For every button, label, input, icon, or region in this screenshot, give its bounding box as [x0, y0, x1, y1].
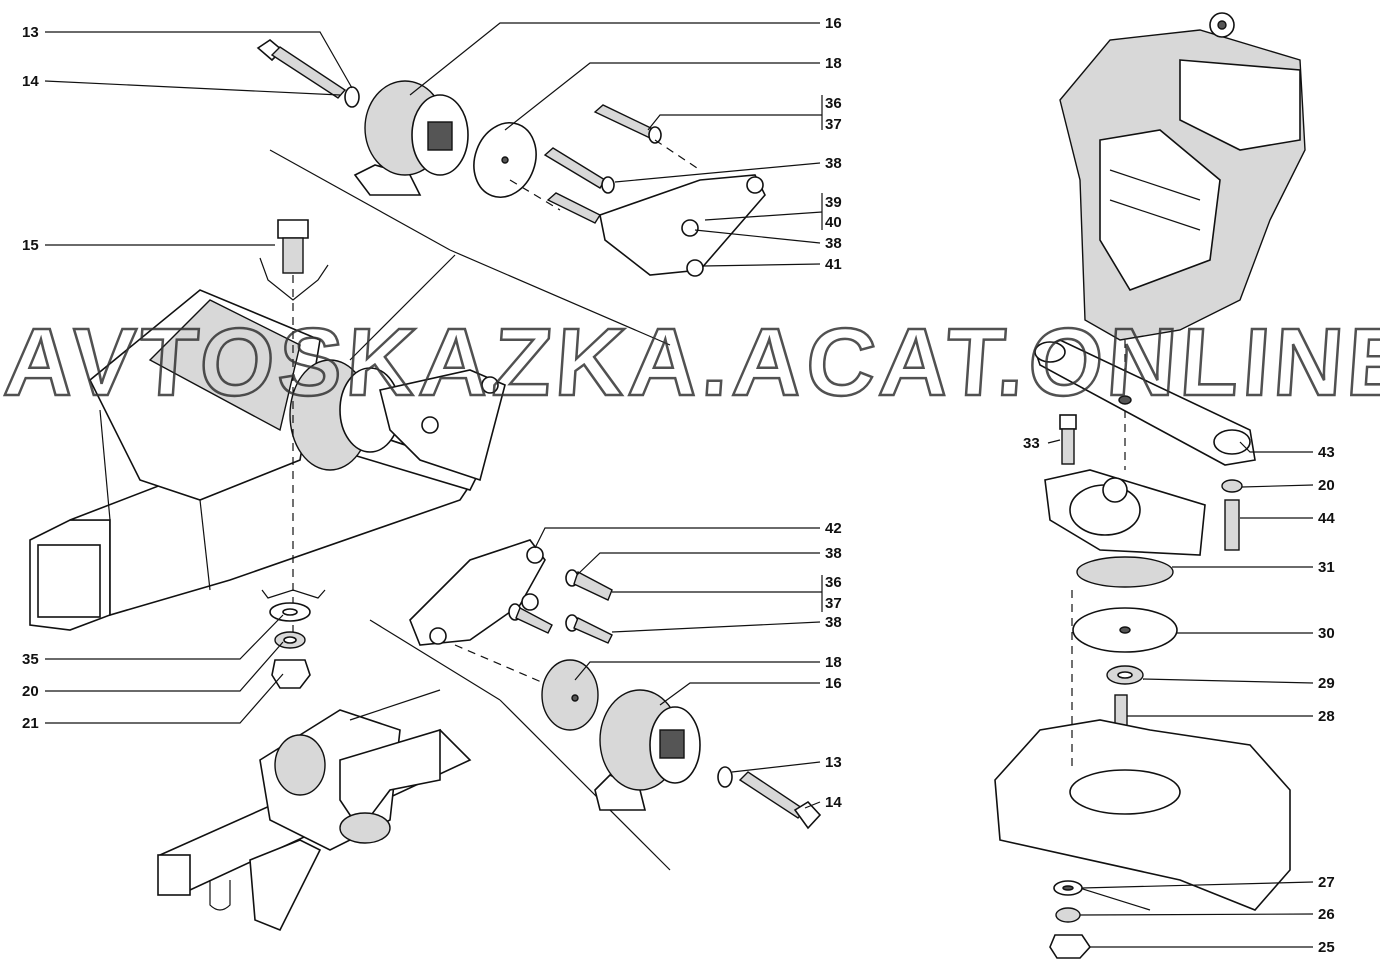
callout-13: 13 — [22, 24, 39, 41]
rubber-mount-16-top — [353, 80, 469, 196]
callout-15: 15 — [22, 237, 39, 254]
callout-13: 13 — [825, 754, 842, 771]
bolt-33 — [1059, 414, 1077, 465]
callout-16: 16 — [825, 15, 842, 32]
callout-36: 36 — [825, 574, 842, 591]
callout-26: 26 — [1318, 906, 1335, 923]
callout-42: 42 — [825, 520, 842, 537]
support-arm-43 — [1034, 339, 1256, 466]
callout-44: 44 — [1318, 510, 1335, 527]
vehicle-frame-view — [157, 709, 472, 932]
callout-25: 25 — [1318, 939, 1335, 956]
callout-36: 36 — [825, 95, 842, 112]
left-mount-assembled — [289, 359, 506, 482]
callout-16: 16 — [825, 675, 842, 692]
callout-35: 35 — [22, 651, 39, 668]
callout-41: 41 — [825, 256, 842, 273]
callout-labels: 13 14 15 35 20 21 16 18 36 37 38 39 40 3… — [22, 15, 1335, 956]
callout-37: 37 — [825, 116, 842, 133]
callout-39: 39 — [825, 194, 842, 211]
bolt-44-washer-20 — [1221, 479, 1243, 551]
washers-nut-left — [261, 589, 326, 689]
callout-18: 18 — [825, 55, 842, 72]
callout-21: 21 — [22, 715, 39, 732]
bolt-15 — [259, 219, 329, 301]
callout-20: 20 — [22, 683, 39, 700]
callout-40: 40 — [825, 214, 842, 231]
frame-crossmember-right — [994, 590, 1291, 911]
callout-38: 38 — [825, 235, 842, 252]
callout-20: 20 — [1318, 477, 1335, 494]
watermark: AVTOSKAZKA.ACAT.ONLINE — [1, 309, 1380, 416]
bracket-bottom — [409, 539, 613, 691]
washers-30-29 — [1072, 607, 1178, 685]
callout-37: 37 — [825, 595, 842, 612]
callout-18: 18 — [825, 654, 842, 671]
bolt-14-top — [256, 39, 360, 108]
callout-38: 38 — [825, 155, 842, 172]
washer-18-bottom — [541, 659, 599, 731]
bracket-top — [509, 104, 766, 277]
gearbox — [1059, 12, 1306, 341]
callout-38: 38 — [825, 614, 842, 631]
callout-14: 14 — [825, 794, 842, 811]
callout-30: 30 — [1318, 625, 1335, 642]
callout-33: 33 — [1023, 435, 1040, 452]
callout-29: 29 — [1318, 675, 1335, 692]
callout-38: 38 — [825, 545, 842, 562]
rubber-mount-31 — [1044, 469, 1206, 588]
rubber-mount-16-bottom — [594, 689, 822, 830]
callout-28: 28 — [1318, 708, 1335, 725]
callout-27: 27 — [1318, 874, 1335, 891]
callout-43: 43 — [1318, 444, 1335, 461]
callout-14: 14 — [22, 73, 39, 90]
leader-lines — [44, 22, 1314, 948]
callout-31: 31 — [1318, 559, 1335, 576]
washer-18-top — [473, 122, 537, 198]
washers-nut-right — [1049, 880, 1092, 959]
